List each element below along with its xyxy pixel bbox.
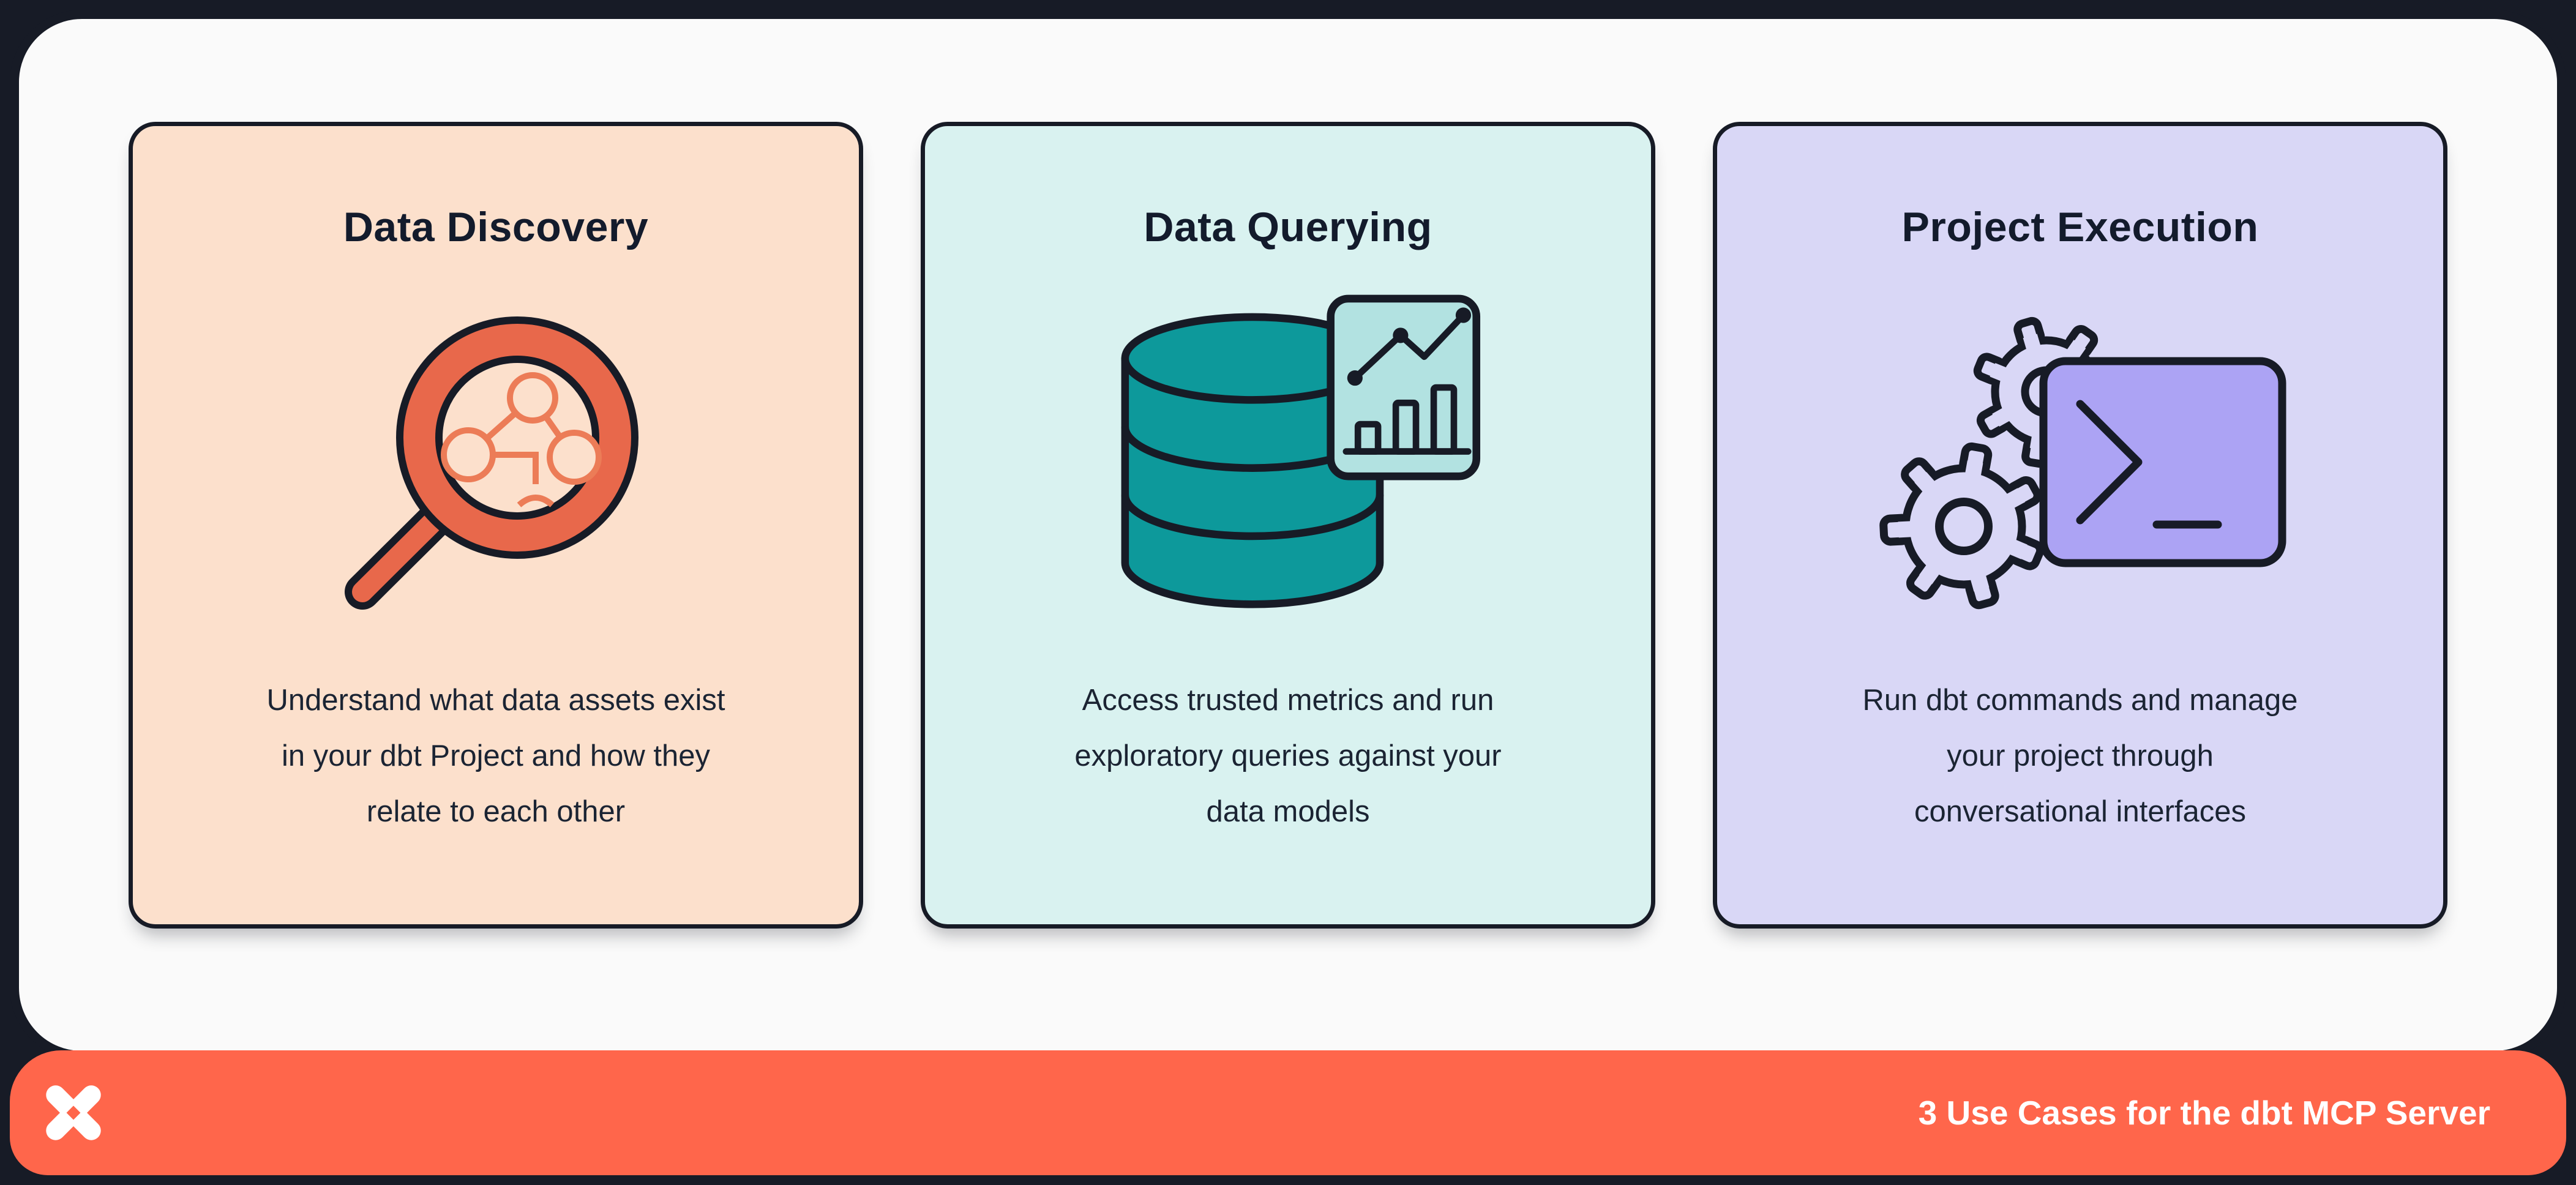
card-title: Data Discovery: [343, 204, 649, 250]
card-description: Access trusted metrics and run explorato…: [1074, 684, 1502, 828]
card-data-discovery: Data Discovery Understand what data ass: [129, 122, 863, 929]
footer-bar: 3 Use Cases for the dbt MCP Server: [10, 1050, 2566, 1175]
gear-icon: [1879, 442, 2045, 609]
database-chart-icon: [1121, 294, 1481, 608]
terminal-icon: [2039, 357, 2286, 567]
card-description: Run dbt commands and manage your project…: [1862, 684, 2298, 828]
card-description: Understand what data assets exist in you…: [266, 684, 725, 828]
card-data-querying: Data Querying Access trusted m: [921, 122, 1655, 929]
card-title: Project Execution: [1901, 204, 2259, 250]
dbt-logo: [46, 1085, 101, 1140]
footer-title: 3 Use Cases for the dbt MCP Server: [1918, 1094, 2490, 1132]
card-title: Data Querying: [1144, 204, 1432, 250]
magnifier-lineage-icon: [345, 316, 638, 610]
card-project-execution: Project Execution: [1713, 122, 2447, 929]
use-case-cards: Data Discovery Understand what data ass: [0, 122, 2576, 929]
gears-terminal-icon: [1879, 316, 2286, 609]
